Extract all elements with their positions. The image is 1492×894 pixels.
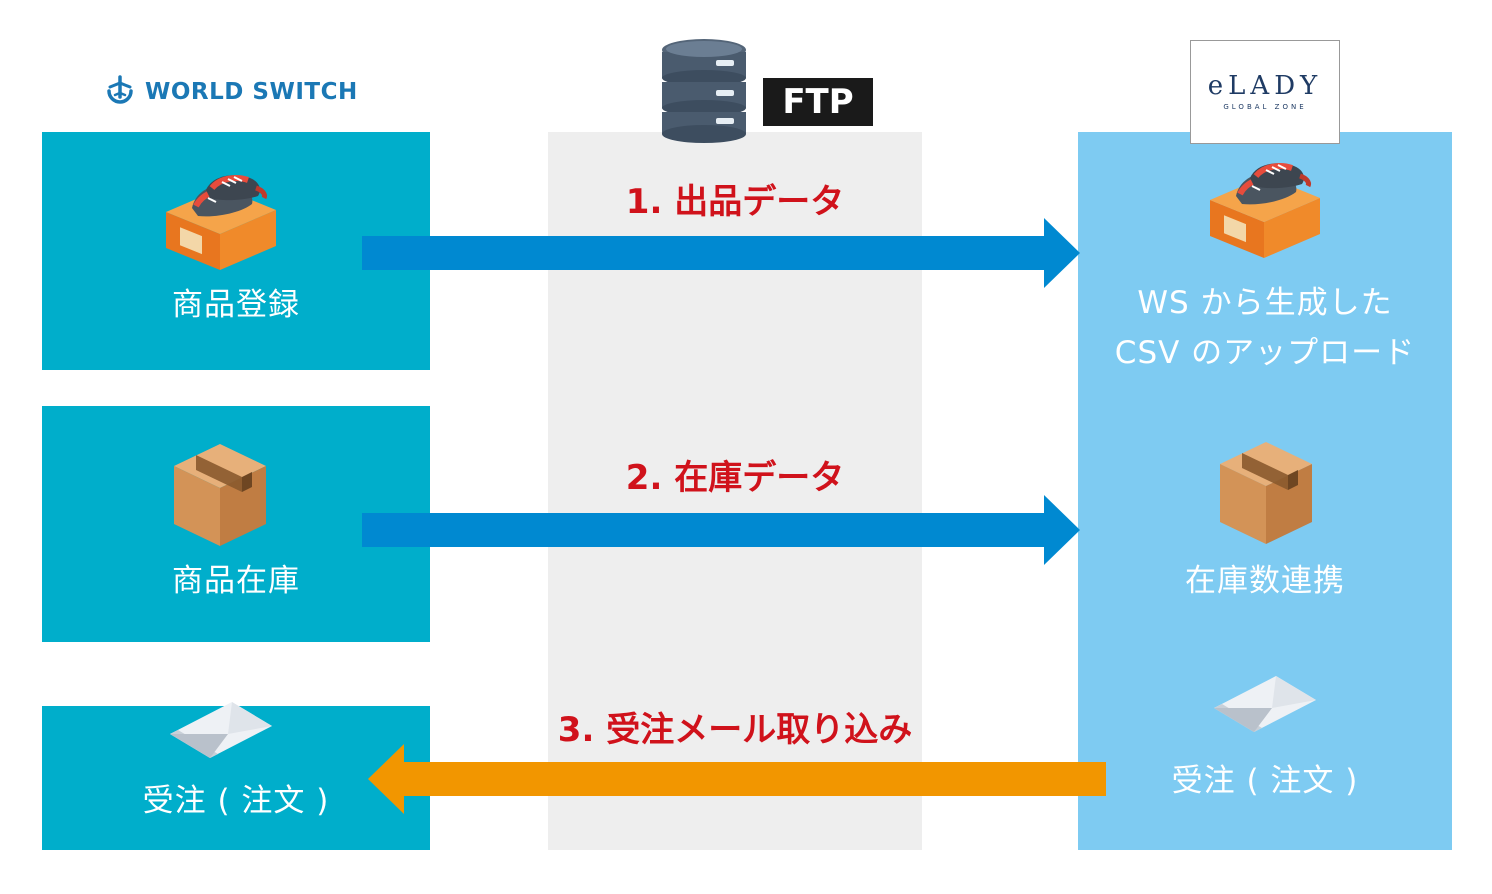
arrow-stock-data <box>362 495 1080 565</box>
elady-sub: GLOBAL ZONE <box>1223 103 1307 111</box>
product-stock-label: 商品在庫 <box>172 563 300 599</box>
order-receipt-label-left: 受注 ( 注文 ) <box>142 783 330 819</box>
step-2-label: 2. 在庫データ <box>625 458 845 498</box>
cardboard-box-icon <box>174 444 266 546</box>
csv-upload-line2: CSV のアップロード <box>1114 335 1416 371</box>
elady-logo: eLADY GLOBAL ZONE <box>1190 40 1340 144</box>
envelope-icon <box>1214 676 1316 732</box>
step-3-label: 3. 受注メール取り込み <box>557 710 913 750</box>
database-icon <box>662 39 746 143</box>
step-1-label: 1. 出品データ <box>625 182 845 222</box>
world-switch-logo: WORLD SWITCH <box>105 72 358 112</box>
product-registration-label: 商品登録 <box>172 287 300 323</box>
envelope-icon <box>170 702 272 758</box>
stock-sync-label: 在庫数連携 <box>1185 563 1345 599</box>
shoebox-icon <box>1210 163 1320 258</box>
cardboard-box-icon <box>1220 442 1312 544</box>
arrow-listing-data <box>362 218 1080 288</box>
plane-icon <box>107 75 133 104</box>
shoebox-icon <box>166 175 276 270</box>
order-receipt-label-right: 受注 ( 注文 ) <box>1171 763 1359 799</box>
arrow-order-mail <box>368 744 1106 814</box>
csv-upload-line1: WS から生成した <box>1137 285 1393 321</box>
ftp-badge: FTP <box>763 78 873 126</box>
world-switch-text: WORLD SWITCH <box>145 79 358 105</box>
elady-mark: eLADY <box>1207 71 1323 101</box>
